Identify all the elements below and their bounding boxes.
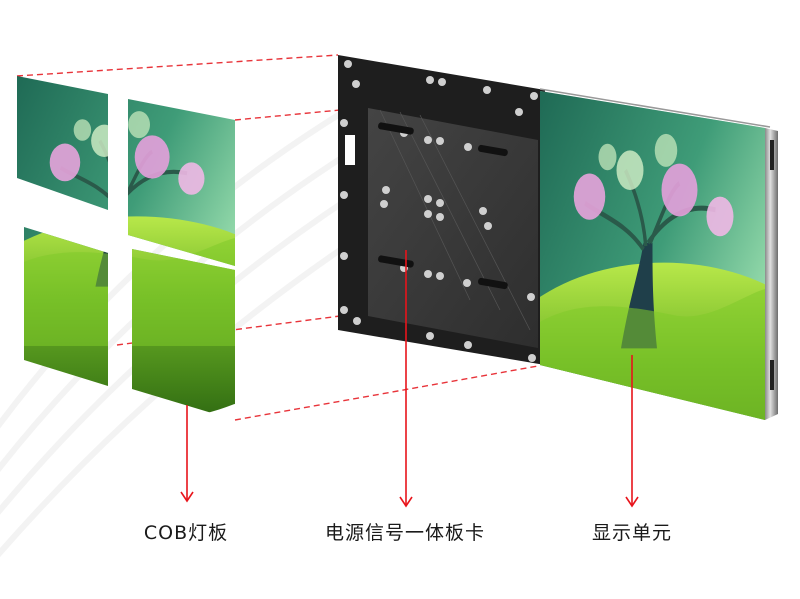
arrow-board bbox=[399, 250, 413, 508]
label-cob-panel: COB灯板 bbox=[143, 522, 229, 544]
cabinet-back bbox=[338, 55, 545, 365]
arrow-cob bbox=[180, 405, 194, 503]
arrows bbox=[180, 250, 639, 508]
label-display-unit: 显示单元 bbox=[591, 522, 673, 544]
label-power-signal-board: 电源信号一体板卡 bbox=[324, 522, 486, 544]
arrow-unit bbox=[625, 355, 639, 508]
display-unit bbox=[539, 88, 778, 420]
